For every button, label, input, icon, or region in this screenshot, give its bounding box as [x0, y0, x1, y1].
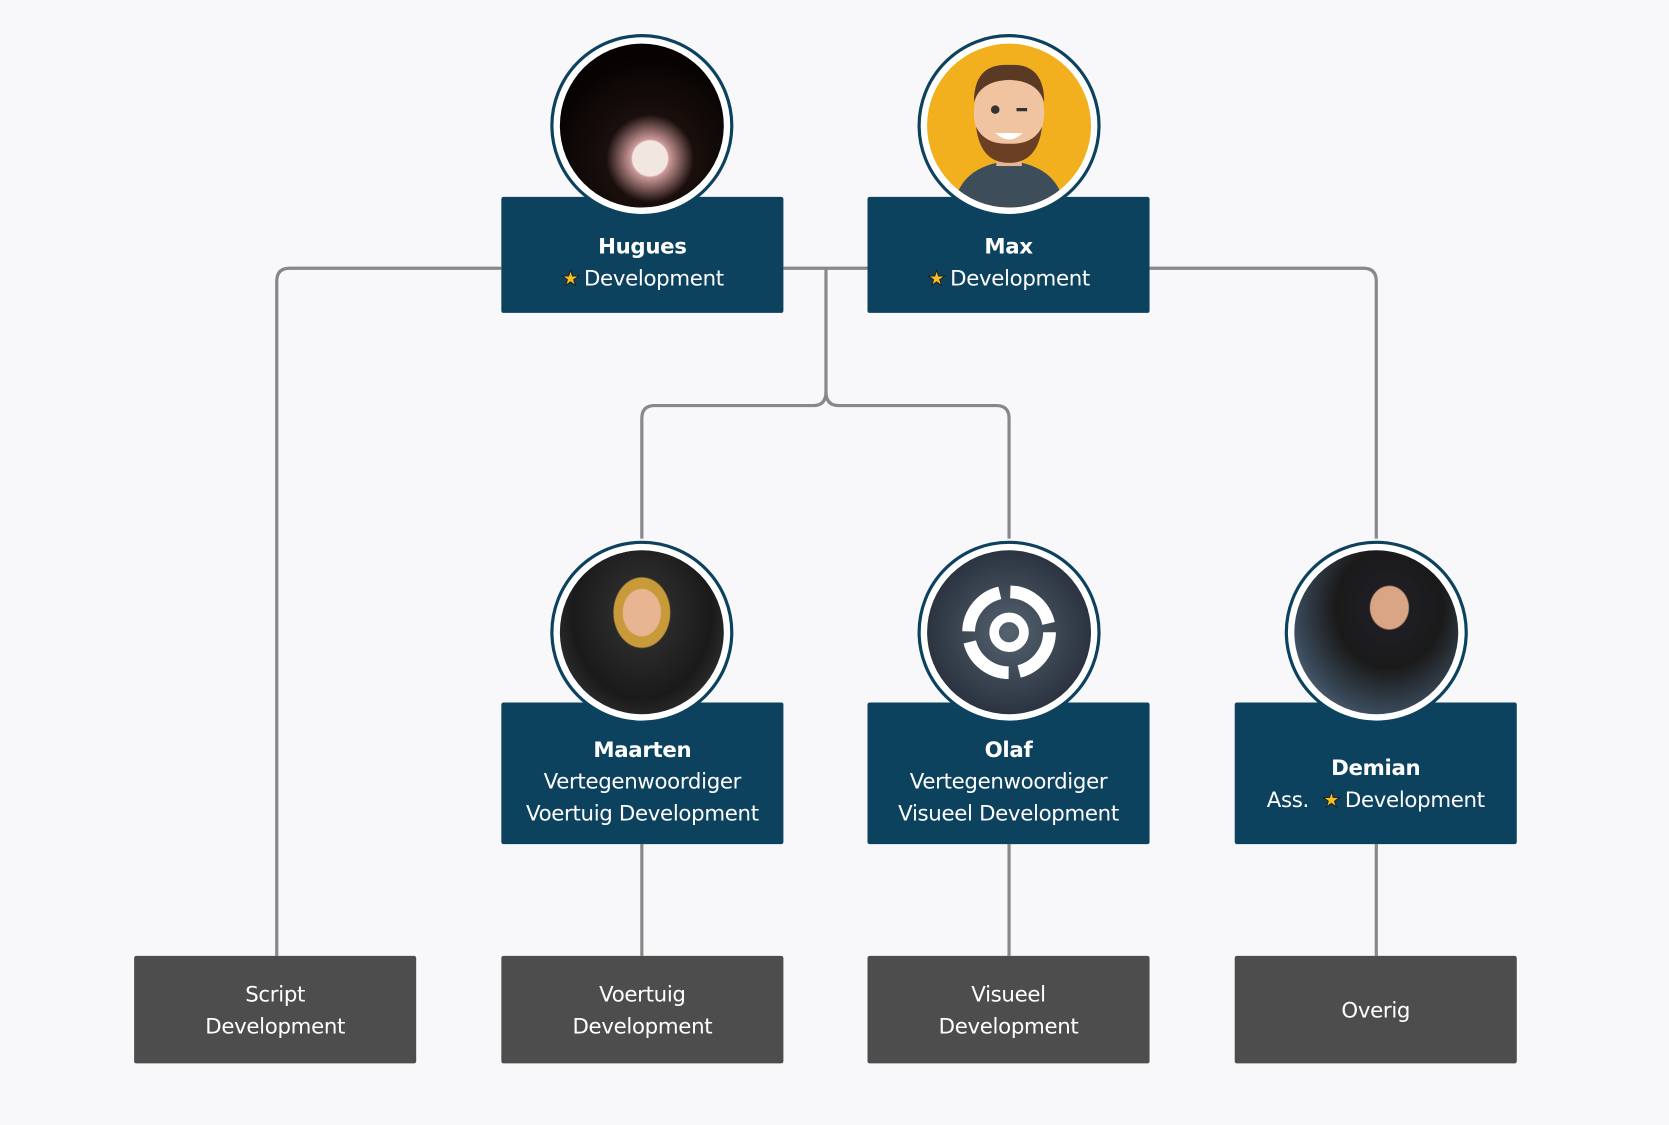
person-role: ★Development: [560, 264, 724, 291]
department-label: Script: [245, 980, 306, 1007]
man-sunglasses-photo-avatar: [1294, 550, 1459, 715]
connector-hugues-script: [275, 266, 502, 956]
department-voertuig-development[interactable]: Voertuig Development: [501, 955, 784, 1064]
department-label: Development: [938, 1012, 1079, 1039]
young-man-photo-avatar: [559, 550, 724, 715]
person-role-line: Voertuig Development: [525, 799, 759, 826]
star-icon: ★: [1321, 786, 1341, 813]
cat-photo-avatar: [559, 43, 724, 208]
star-icon: ★: [560, 264, 580, 291]
department-label: Overig: [1341, 996, 1411, 1023]
person-card-max[interactable]: Max ★Development: [867, 196, 1150, 313]
person-name: Maarten: [593, 736, 692, 762]
connector-max-demian: [1149, 266, 1378, 539]
department-script-development[interactable]: Script Development: [134, 955, 417, 1064]
connector-trunk-olaf: [824, 391, 1011, 539]
avatar-demian[interactable]: [1284, 540, 1468, 724]
star-icon: ★: [927, 264, 947, 291]
person-name: Demian: [1331, 754, 1421, 780]
avatar-max[interactable]: [917, 34, 1101, 218]
department-visueel-development[interactable]: Visueel Development: [867, 955, 1150, 1064]
avatar-maarten[interactable]: [550, 540, 734, 724]
person-name: Olaf: [984, 736, 1033, 762]
person-name: Max: [984, 232, 1033, 259]
person-role: Ass. ★Development: [1266, 786, 1485, 813]
person-card-demian[interactable]: Demian Ass. ★Development: [1234, 702, 1517, 845]
department-label: Visueel: [971, 980, 1046, 1007]
person-name: Hugues: [598, 232, 687, 259]
person-role-line: Visueel Development: [898, 799, 1119, 826]
department-label: Development: [205, 1012, 346, 1039]
department-label: Development: [572, 1012, 713, 1039]
department-label: Voertuig: [599, 980, 686, 1007]
cartoon-man-avatar: [927, 43, 1092, 208]
logo-emblem-avatar: [927, 550, 1092, 715]
person-card-hugues[interactable]: Hugues ★Development: [501, 196, 784, 313]
person-role-line: Vertegenwoordiger: [909, 767, 1108, 794]
department-overig[interactable]: Overig: [1234, 955, 1517, 1064]
person-card-maarten[interactable]: Maarten Vertegenwoordiger Voertuig Devel…: [501, 702, 784, 845]
avatar-olaf[interactable]: [917, 540, 1101, 724]
person-role: ★Development: [927, 264, 1091, 291]
avatar-hugues[interactable]: [550, 34, 734, 218]
person-role-line: Vertegenwoordiger: [543, 767, 742, 794]
person-card-olaf[interactable]: Olaf Vertegenwoordiger Visueel Developme…: [867, 702, 1150, 845]
